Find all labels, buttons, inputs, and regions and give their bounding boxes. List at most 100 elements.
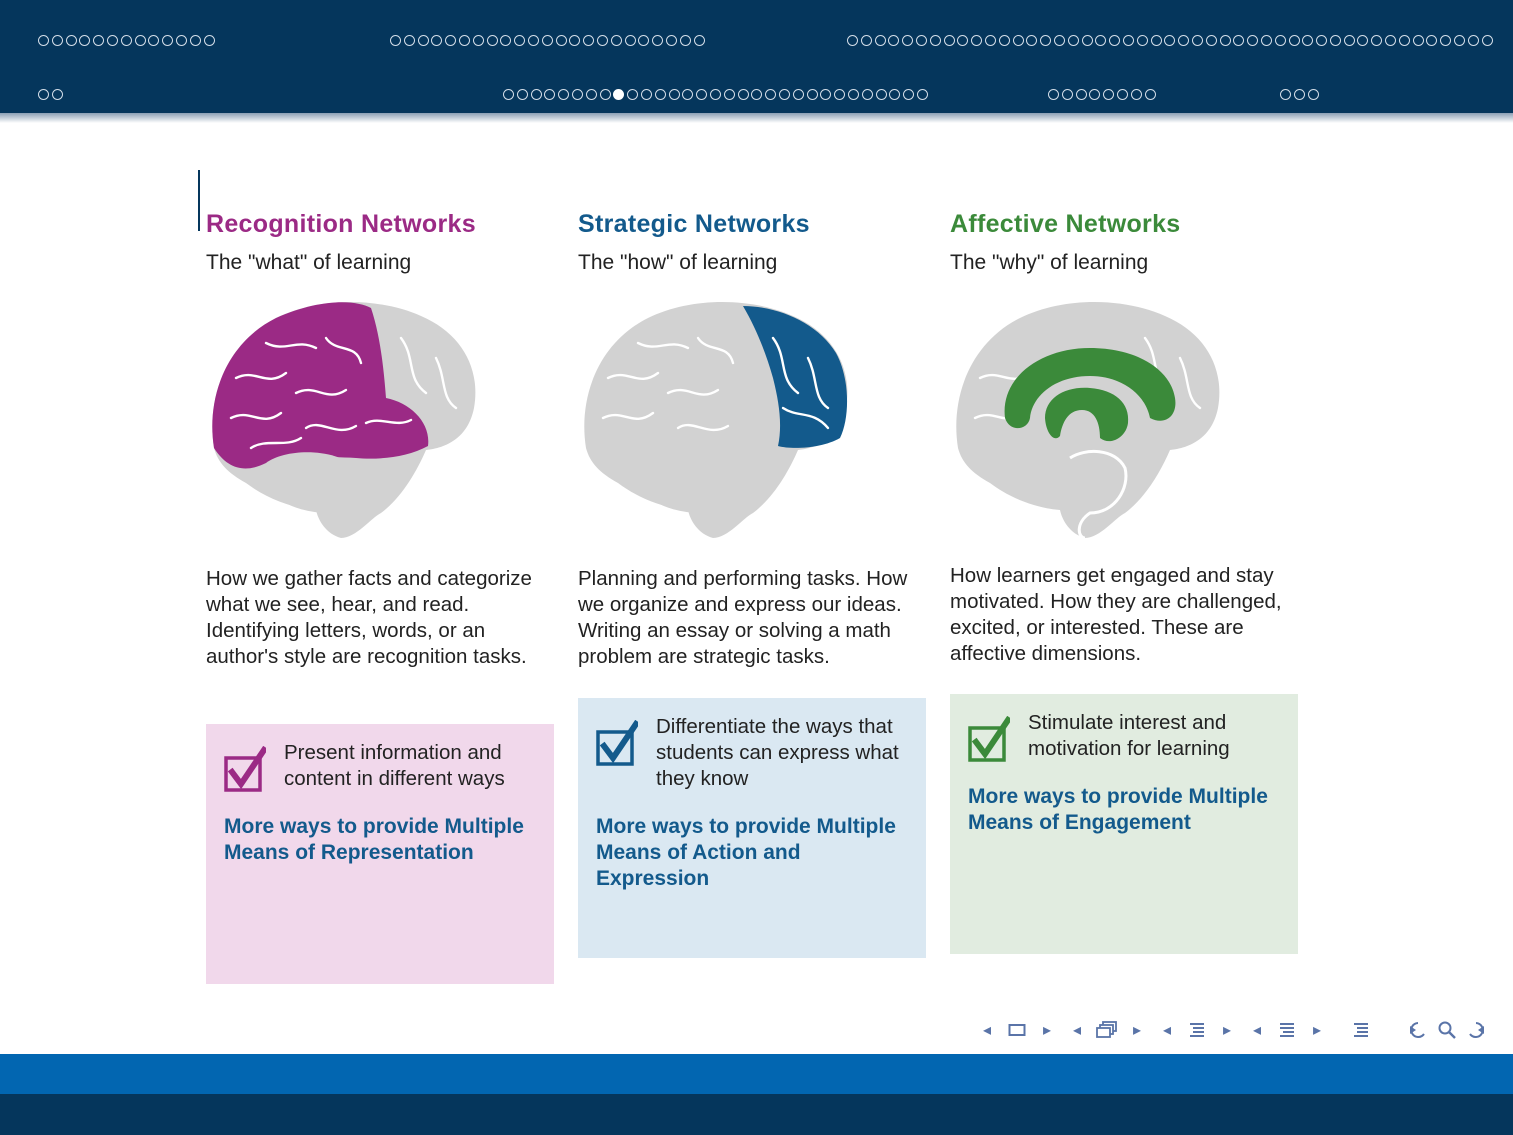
slide-dot[interactable] (915, 35, 927, 46)
slide-dot[interactable] (861, 89, 873, 100)
slide-dot[interactable] (929, 35, 941, 46)
slide-dot[interactable] (943, 35, 955, 46)
slide-dot[interactable] (1329, 35, 1341, 46)
slide-dot[interactable] (860, 35, 872, 46)
header-section-3[interactable] (847, 35, 1495, 53)
slide-dot[interactable] (1075, 89, 1087, 100)
slide-dot[interactable] (599, 89, 611, 100)
slide-dot[interactable] (189, 35, 201, 46)
slide-dot[interactable] (203, 35, 215, 46)
slide-dot[interactable] (984, 35, 996, 46)
slide-dot[interactable] (916, 89, 928, 100)
slide-dot[interactable] (1116, 89, 1128, 100)
slide-dot[interactable] (93, 35, 105, 46)
header-section-4[interactable] (38, 89, 66, 107)
slide-dot[interactable] (737, 89, 749, 100)
slide-dot[interactable] (120, 35, 132, 46)
slide-dot[interactable] (957, 35, 969, 46)
slide-dot[interactable] (1048, 89, 1059, 100)
slide-dot[interactable] (527, 35, 539, 46)
slide-dot[interactable] (514, 35, 526, 46)
slide-dot[interactable] (51, 89, 63, 100)
slide-dot[interactable] (1426, 35, 1438, 46)
slide-dot[interactable] (1026, 35, 1038, 46)
arrow-left-icon[interactable]: ◂ (1072, 1022, 1082, 1039)
slide-dot[interactable] (834, 89, 846, 100)
slide-dot[interactable] (417, 35, 429, 46)
slide-dot[interactable] (806, 89, 818, 100)
slide-dot[interactable] (709, 89, 721, 100)
slide-dot[interactable] (889, 89, 901, 100)
slide-dot[interactable] (1061, 89, 1073, 100)
slide-dot[interactable] (38, 89, 49, 100)
header-section-6[interactable] (1048, 89, 1158, 107)
current-slide-dot[interactable] (613, 89, 625, 100)
slide-dot[interactable] (903, 89, 915, 100)
slide-dot[interactable] (902, 35, 914, 46)
slide-dot[interactable] (1233, 35, 1245, 46)
slide-dot[interactable] (1440, 35, 1452, 46)
slide-dot[interactable] (792, 89, 804, 100)
slide-dot[interactable] (1089, 89, 1101, 100)
slide-dot[interactable] (530, 89, 542, 100)
slide-dot[interactable] (751, 89, 763, 100)
slide-dot[interactable] (1122, 35, 1134, 46)
slide-dot[interactable] (1385, 35, 1397, 46)
slide-dot[interactable] (472, 35, 484, 46)
slide-dot[interactable] (1012, 35, 1024, 46)
slide-dot[interactable] (403, 35, 415, 46)
search-icon[interactable] (1432, 1016, 1462, 1044)
slide-dot[interactable] (175, 35, 187, 46)
slide-dot[interactable] (445, 35, 457, 46)
slide-dot[interactable] (555, 35, 567, 46)
slide-dot[interactable] (1316, 35, 1328, 46)
slide-dot[interactable] (1280, 89, 1291, 100)
slide-dot[interactable] (847, 89, 859, 100)
slide-dot[interactable] (971, 35, 983, 46)
slide-dot[interactable] (693, 35, 705, 46)
slide-dot[interactable] (1150, 35, 1162, 46)
slide-dot[interactable] (569, 35, 581, 46)
slide-dot[interactable] (1274, 35, 1286, 46)
slide-dot[interactable] (1357, 35, 1369, 46)
arrow-right-icon[interactable]: ▸ (1222, 1022, 1232, 1039)
arrow-left-icon[interactable]: ◂ (982, 1022, 992, 1039)
arrow-right-icon[interactable]: ▸ (1132, 1022, 1142, 1039)
slide-dot[interactable] (1103, 89, 1115, 100)
slide-dot[interactable] (1205, 35, 1217, 46)
appendix-icon[interactable] (1332, 1016, 1390, 1044)
slide-dot[interactable] (627, 89, 639, 100)
slide-dot[interactable] (654, 89, 666, 100)
slide-dot[interactable] (431, 35, 443, 46)
back-icon[interactable] (1402, 1016, 1432, 1044)
more-ways-link[interactable]: More ways to provide Multiple Means of E… (968, 785, 1268, 834)
slide-dot[interactable] (1307, 89, 1319, 100)
header-section-7[interactable] (1280, 89, 1321, 107)
slide-dot[interactable] (1053, 35, 1065, 46)
slide-dot[interactable] (162, 35, 174, 46)
slide-dot[interactable] (1130, 89, 1142, 100)
slide-dot[interactable] (1293, 89, 1305, 100)
slide-dot[interactable] (583, 35, 595, 46)
slide-dot[interactable] (640, 89, 652, 100)
slide-dot[interactable] (1144, 89, 1156, 100)
arrow-right-icon[interactable]: ▸ (1312, 1022, 1322, 1039)
slide-dot[interactable] (571, 89, 583, 100)
slide-dot[interactable] (486, 35, 498, 46)
slide-dot[interactable] (1371, 35, 1383, 46)
slide-dot[interactable] (610, 35, 622, 46)
slide-dot[interactable] (723, 89, 735, 100)
slide-dot[interactable] (51, 35, 63, 46)
slide-dot[interactable] (1247, 35, 1259, 46)
slide-dot[interactable] (541, 35, 553, 46)
slide-dot[interactable] (1095, 35, 1107, 46)
slide-dot[interactable] (1109, 35, 1121, 46)
arrow-left-icon[interactable]: ◂ (1252, 1022, 1262, 1039)
slide-dot[interactable] (998, 35, 1010, 46)
forward-icon[interactable] (1462, 1016, 1492, 1044)
slide-dot[interactable] (1454, 35, 1466, 46)
slide-dot[interactable] (665, 35, 677, 46)
header-section-1[interactable] (38, 35, 217, 53)
slide-dot[interactable] (847, 35, 858, 46)
slide-dot[interactable] (390, 35, 401, 46)
